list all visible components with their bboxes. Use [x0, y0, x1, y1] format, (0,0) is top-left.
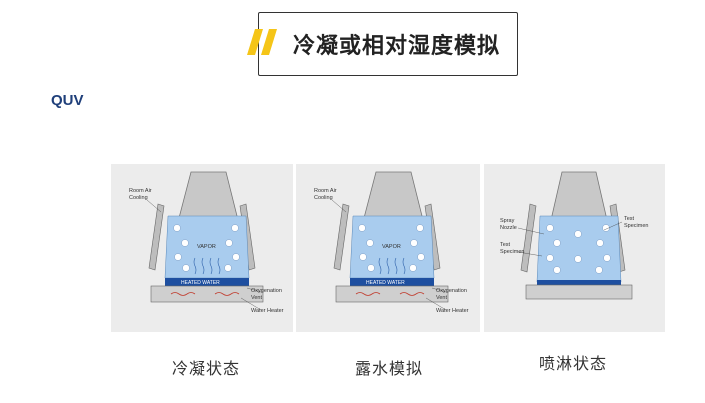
- quote-marks-icon: [247, 29, 277, 55]
- section-label: QUV: [51, 92, 84, 109]
- dew-diagram: Room Air Cooling VAPOR HEATED WATER Oxyg…: [296, 164, 480, 332]
- label-vent: Vent: [436, 295, 447, 301]
- label-heated-water: HEATED WATER: [366, 280, 405, 286]
- spray-diagram: Spray Nozzle Test Specimen Test Specimen: [484, 164, 665, 332]
- title-box: 冷凝或相对湿度模拟: [247, 12, 518, 76]
- label-spray: Spray: [500, 218, 515, 224]
- label-specimen: Specimen: [624, 223, 648, 229]
- label-cooling: Cooling: [314, 195, 333, 201]
- label-room-air: Room Air: [129, 188, 152, 194]
- label-oxygenation: Oxygenation: [436, 288, 467, 294]
- label-nozzle: Nozzle: [500, 225, 517, 231]
- caption-spray: 喷淋状态: [538, 354, 607, 373]
- label-oxygenation: Oxygenation: [251, 288, 282, 294]
- label-room-air: Room Air: [314, 188, 337, 194]
- caption-condensation: 冷凝状态: [171, 359, 240, 378]
- label-vent: Vent: [251, 295, 262, 301]
- diagram-panel-dew: Room Air Cooling VAPOR HEATED WATER Oxyg…: [296, 164, 480, 332]
- label-cooling: Cooling: [129, 195, 148, 201]
- label-test: Test: [624, 216, 635, 222]
- label-vapor: VAPOR: [382, 244, 401, 250]
- label-water-heater: Water Heater: [251, 308, 284, 314]
- label-water-heater: Water Heater: [436, 308, 469, 314]
- diagram-panel-spray: Spray Nozzle Test Specimen Test Specimen: [484, 164, 665, 332]
- label-vapor: VAPOR: [197, 244, 216, 250]
- label-heated-water: HEATED WATER: [181, 280, 220, 286]
- page-title: 冷凝或相对湿度模拟: [293, 34, 501, 59]
- label-specimen: Specimen: [500, 249, 524, 255]
- label-test: Test: [500, 242, 511, 248]
- diagram-panel-condensation: Room Air Cooling VAPOR HEATED WATER Oxyg…: [111, 164, 293, 332]
- caption-dew: 露水模拟: [354, 359, 423, 378]
- condensation-diagram: Room Air Cooling VAPOR HEATED WATER Oxyg…: [111, 164, 293, 332]
